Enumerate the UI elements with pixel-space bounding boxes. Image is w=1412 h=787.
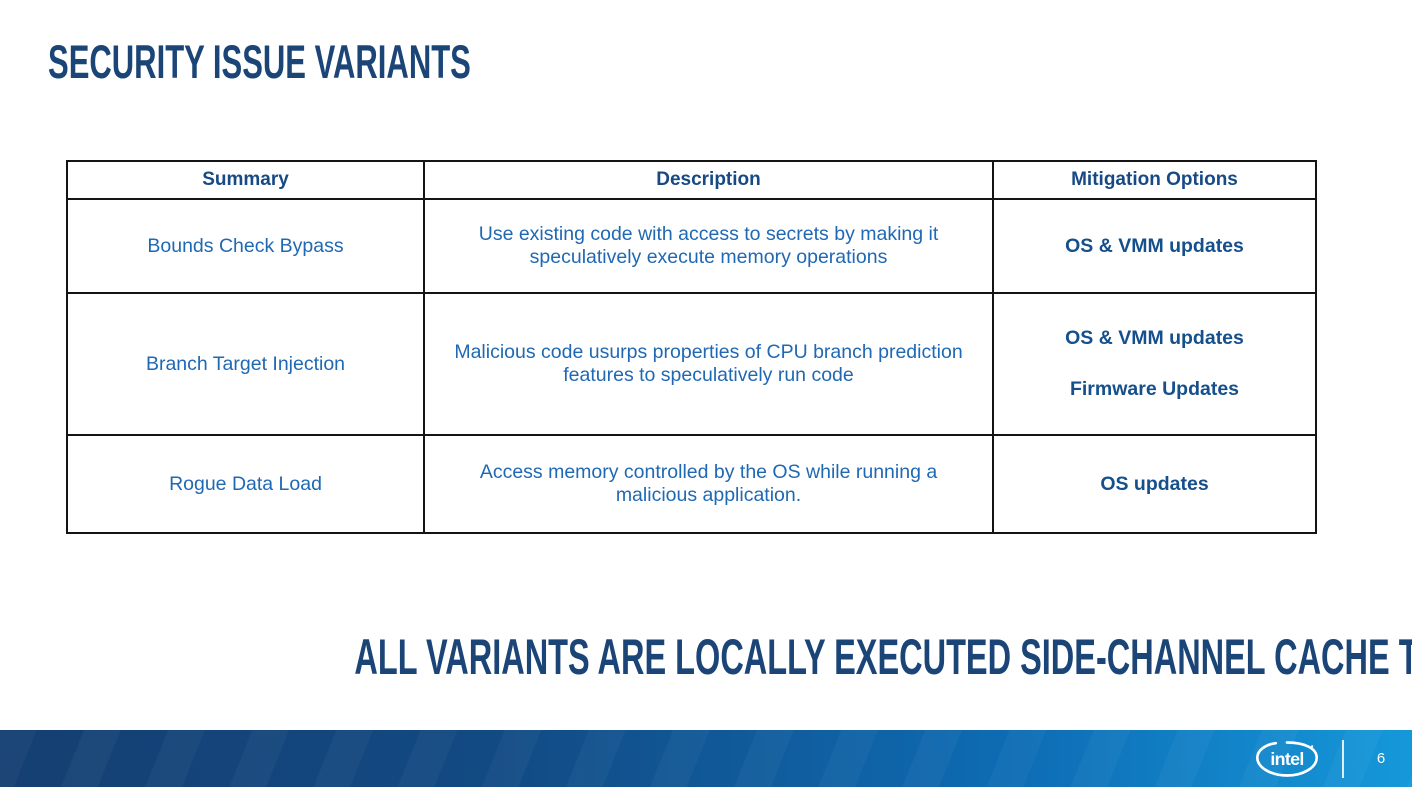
summary-cell: Bounds Check Bypass <box>66 198 425 294</box>
description-cell: Access memory controlled by the OS while… <box>423 434 994 534</box>
footer-divider <box>1342 739 1344 778</box>
column-header-description: Description <box>423 160 994 200</box>
description-cell: Use existing code with access to secrets… <box>423 198 994 294</box>
footer-branding: intel 6 <box>1254 737 1412 781</box>
mitigation-cell: OS & VMM updates Firmware Updates <box>992 292 1317 436</box>
mitigation-cell: OS & VMM updates <box>992 198 1317 294</box>
svg-text:intel: intel <box>1270 748 1303 768</box>
mitigation-item: Firmware Updates <box>1069 378 1240 400</box>
security-variants-table: Summary Description Mitigation Options B… <box>66 160 1317 534</box>
bottom-heading-text: ALL VARIANTS ARE LOCALLY EXECUTED SIDE-C… <box>354 629 1412 685</box>
column-header-mitigation-options: Mitigation Options <box>992 160 1317 200</box>
description-cell: Malicious code usurps properties of CPU … <box>423 292 994 436</box>
mitigation-cell: OS updates <box>992 434 1317 534</box>
summary-cell: Rogue Data Load <box>66 434 425 534</box>
table-row: Rogue Data Load Access memory controlled… <box>66 434 1317 534</box>
slide-title: SECURITY ISSUE VARIANTS <box>48 34 689 89</box>
mitigation-item: OS & VMM updates <box>1065 327 1244 349</box>
mitigation-item: OS updates <box>1100 472 1209 495</box>
table-row: Bounds Check Bypass Use existing code wi… <box>66 198 1317 294</box>
slide-title-text: SECURITY ISSUE VARIANTS <box>48 35 471 88</box>
table-header-row: Summary Description Mitigation Options <box>66 160 1317 200</box>
bottom-heading: ALL VARIANTS ARE LOCALLY EXECUTED SIDE-C… <box>0 628 1412 686</box>
table-row: Branch Target Injection Malicious code u… <box>66 292 1317 436</box>
mitigation-item: OS & VMM updates <box>1065 234 1244 257</box>
summary-cell: Branch Target Injection <box>66 292 425 436</box>
page-number: 6 <box>1376 750 1386 767</box>
intel-logo-icon: intel <box>1255 740 1319 777</box>
footer-bar: intel 6 <box>0 730 1412 787</box>
column-header-summary: Summary <box>66 160 425 200</box>
